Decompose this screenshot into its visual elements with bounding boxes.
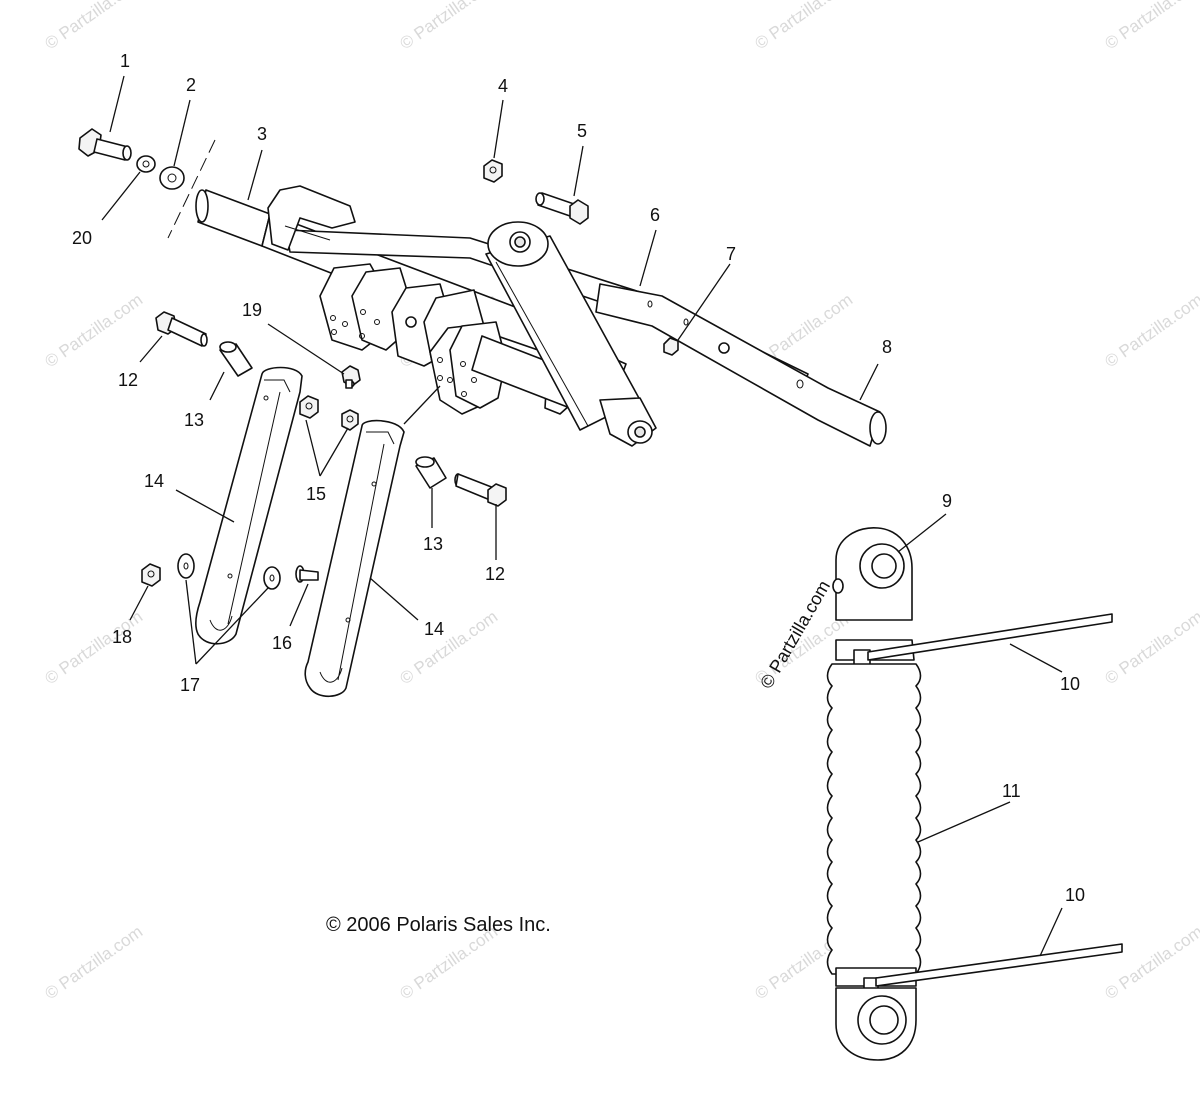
cable-tie-10-upper bbox=[867, 613, 1113, 661]
watermark: © Partzilla.com bbox=[396, 607, 501, 688]
bolt-12-upper bbox=[155, 311, 208, 347]
bolt-12-lower bbox=[454, 473, 507, 507]
nut-15-left bbox=[299, 395, 319, 419]
watermark: © Partzilla.com bbox=[1101, 0, 1200, 53]
callout-13-upper: 13 bbox=[184, 410, 204, 430]
nut-18 bbox=[141, 563, 161, 587]
nut-15-right bbox=[341, 409, 359, 431]
link-14-left bbox=[195, 366, 303, 645]
bolt-1 bbox=[78, 128, 132, 161]
callout-4: 4 bbox=[498, 76, 508, 96]
callout-10-upper: 10 bbox=[1060, 674, 1080, 694]
callout-1: 1 bbox=[120, 51, 130, 71]
callout-14-right: 14 bbox=[424, 619, 444, 639]
callout-5: 5 bbox=[577, 121, 587, 141]
callout-6: 6 bbox=[650, 205, 660, 225]
callout-16: 16 bbox=[272, 633, 292, 653]
watermark: © Partzilla.com bbox=[1101, 922, 1200, 1003]
callout-8: 8 bbox=[882, 337, 892, 357]
copyright-text: © 2006 Polaris Sales Inc. bbox=[326, 914, 551, 936]
watermarks: © Partzilla.com © Partzilla.com © Partzi… bbox=[41, 0, 1200, 1003]
bolt-5 bbox=[535, 192, 589, 225]
leader-lines bbox=[101, 75, 1063, 957]
watermark: © Partzilla.com bbox=[41, 290, 146, 371]
callout-14-left: 14 bbox=[144, 471, 164, 491]
callout-18: 18 bbox=[112, 627, 132, 647]
callout-9: 9 bbox=[942, 491, 952, 511]
spacer-13-lower bbox=[415, 456, 447, 489]
front-shock-mounted bbox=[485, 221, 657, 447]
washer-17-left bbox=[177, 553, 195, 579]
callout-13-lower: 13 bbox=[423, 534, 443, 554]
callout-3: 3 bbox=[257, 124, 267, 144]
washer-20 bbox=[136, 155, 156, 173]
watermark: © Partzilla.com bbox=[396, 0, 501, 53]
callout-2: 2 bbox=[186, 75, 196, 95]
link-14-right bbox=[304, 419, 405, 698]
callouts: 1 2 3 4 5 6 7 8 9 10 10 11 12 12 13 13 1… bbox=[72, 51, 1085, 905]
callout-7: 7 bbox=[726, 244, 736, 264]
watermark: © Partzilla.com bbox=[751, 0, 856, 53]
callout-15: 15 bbox=[306, 484, 326, 504]
pin-16 bbox=[295, 565, 319, 583]
callout-10-lower: 10 bbox=[1065, 885, 1085, 905]
washer-17-right bbox=[263, 566, 281, 590]
spacer-13-upper bbox=[219, 341, 253, 377]
callout-11: 11 bbox=[1002, 781, 1021, 801]
callout-12-upper: 12 bbox=[118, 370, 138, 390]
callout-19: 19 bbox=[242, 300, 262, 320]
nut-4 bbox=[483, 159, 503, 183]
watermark: © Partzilla.com bbox=[1101, 607, 1200, 688]
callout-20: 20 bbox=[72, 228, 92, 248]
washer-2 bbox=[159, 166, 185, 190]
watermark: © Partzilla.com bbox=[41, 0, 146, 53]
nut-7 bbox=[663, 337, 679, 356]
watermark: © Partzilla.com bbox=[1101, 290, 1200, 371]
callout-12-lower: 12 bbox=[485, 564, 505, 584]
watermark: © Partzilla.com bbox=[41, 922, 146, 1003]
grease-fitting-19 bbox=[341, 365, 361, 389]
callout-17: 17 bbox=[180, 675, 200, 695]
